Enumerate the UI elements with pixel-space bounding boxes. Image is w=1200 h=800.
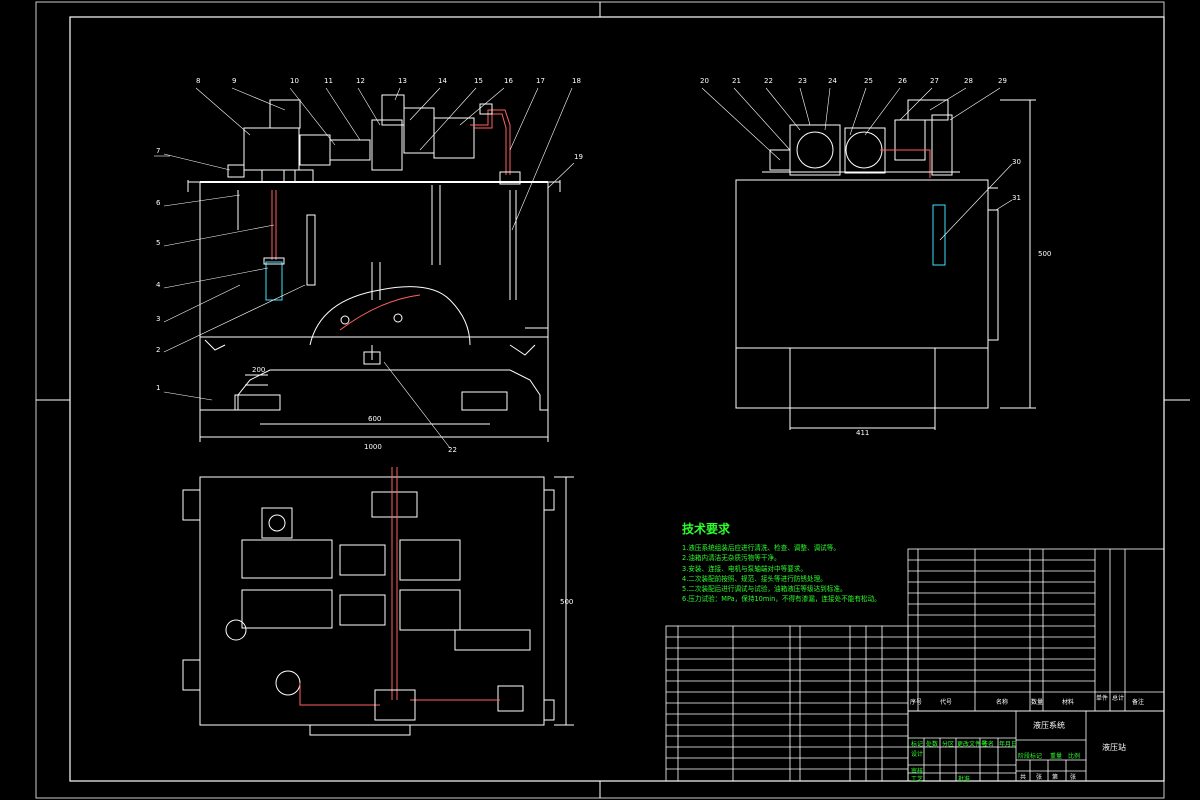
balloon-16: 16 <box>504 77 513 85</box>
balloon-19: 19 <box>574 153 583 161</box>
balloon-7: 7 <box>156 147 160 155</box>
balloon-24: 24 <box>828 77 837 85</box>
balloon-18: 18 <box>572 77 581 85</box>
balloon-20: 20 <box>700 77 709 85</box>
balloon-15: 15 <box>474 77 483 85</box>
balloon-3: 3 <box>156 315 160 323</box>
tb-label-count: 处数 <box>926 741 939 748</box>
header-code: 代号 <box>940 698 952 706</box>
side-view <box>735 99 1036 430</box>
tech-req-note-5: 5.二次装配后进行调试与试验，油箱液压等级达到标准。 <box>682 585 847 594</box>
top-view <box>182 467 574 736</box>
balloon-26: 26 <box>898 77 907 85</box>
balloon-10: 10 <box>290 77 299 85</box>
tech-req-note-1: 1.液压系统组装后应进行清洗、检查、调整、调试等。 <box>682 544 840 552</box>
balloon-23: 23 <box>798 77 807 85</box>
side-view-leaders <box>701 87 1013 241</box>
tb-label-zone: 分区 <box>942 741 955 748</box>
tech-req-note-3: 3.安装、连接、电机与泵轴端对中等要求。 <box>682 564 807 573</box>
balloon-14: 14 <box>438 77 447 85</box>
header-remark: 备注 <box>1132 698 1144 706</box>
tb-label-review: 审核 <box>911 768 924 775</box>
balloon-22b: 22 <box>764 77 773 85</box>
dim-411: 411 <box>856 429 869 437</box>
front-view <box>187 94 561 442</box>
title-block-drawing-name: 液压站 <box>1102 743 1126 752</box>
front-view-leaders <box>163 87 575 449</box>
tech-req-note-6: 6.压力试验：MPa，保持10min，不得有渗漏，连接处不能有松动。 <box>682 595 881 604</box>
balloon-11: 11 <box>324 77 333 85</box>
sheet-border <box>35 1 1165 799</box>
balloon-9: 9 <box>232 77 236 85</box>
side-view-balloons: 20 21 22 23 24 25 26 27 28 29 30 31 411 … <box>700 77 1051 437</box>
balloon-21: 21 <box>732 77 741 85</box>
tech-req-note-2: 2.油箱内清洁无杂质污物等干净。 <box>682 554 781 563</box>
tb-label-change-doc: 更改文件号 <box>957 741 988 748</box>
balloon-25: 25 <box>864 77 873 85</box>
balloon-17: 17 <box>536 77 545 85</box>
header-qty: 数量 <box>1031 698 1043 706</box>
balloon-5: 5 <box>156 239 160 247</box>
balloon-30: 30 <box>1012 158 1021 166</box>
balloon-31: 31 <box>1012 194 1021 202</box>
tb-label-scale: 比例 <box>1068 753 1081 760</box>
tb-label-design: 设计 <box>911 751 924 758</box>
header-index: 序号 <box>910 698 922 706</box>
dim-top-height: 500 <box>560 598 573 606</box>
front-view-balloons: 8 9 10 11 12 13 14 15 16 17 18 19 7 6 5 … <box>156 77 583 454</box>
title-block-company: 液压系统 <box>1033 721 1065 730</box>
tech-req-note-4: 4.二次装配前按照、规范、接头等进行防锈处理。 <box>682 574 827 583</box>
tech-req-title: 技术要求 <box>682 522 731 536</box>
balloon-4: 4 <box>156 281 161 289</box>
frame-border <box>69 16 1165 782</box>
tb-label-no: 第 <box>1052 774 1059 781</box>
dim-500: 500 <box>1038 250 1051 258</box>
tb-label-mark: 标记 <box>911 741 924 748</box>
dim-600: 600 <box>368 415 381 423</box>
tb-label-approve: 批准 <box>958 776 971 783</box>
tb-label-stage: 阶段标记 <box>1018 753 1043 760</box>
tb-label-sheet: 张 <box>1070 774 1077 781</box>
parts-list-grid <box>665 548 1165 782</box>
header-unit: 单件 <box>1096 694 1108 702</box>
tb-label-process: 工艺 <box>911 776 924 783</box>
header-total: 总计 <box>1112 694 1124 702</box>
tb-label-sheets: 张 <box>1036 774 1043 781</box>
balloon-29: 29 <box>998 77 1007 85</box>
balloon-22: 22 <box>448 446 457 454</box>
dim-200: 200 <box>252 366 265 374</box>
dim-1000: 1000 <box>364 443 382 451</box>
balloon-27: 27 <box>930 77 939 85</box>
balloon-8: 8 <box>196 77 200 85</box>
header-name: 名称 <box>996 698 1008 706</box>
technical-requirements: 技术要求 1.液压系统组装后应进行清洗、检查、调整、调试等。 2.油箱内清洁无杂… <box>682 520 912 605</box>
balloon-6: 6 <box>156 199 161 207</box>
header-material: 材料 <box>1062 698 1074 706</box>
balloon-1: 1 <box>156 384 160 392</box>
balloon-2: 2 <box>156 346 160 354</box>
tb-label-date: 年月日 <box>999 741 1018 748</box>
balloon-12: 12 <box>356 77 365 85</box>
tb-label-sign: 签名 <box>982 741 995 748</box>
tb-label-weight: 重量 <box>1050 753 1063 760</box>
parts-list-headers: 序号 代号 名称 数量 材料 单件 总计 备注 <box>910 694 1144 706</box>
balloon-13: 13 <box>398 77 407 85</box>
balloon-28: 28 <box>964 77 973 85</box>
tb-label-total: 共 <box>1020 774 1027 781</box>
